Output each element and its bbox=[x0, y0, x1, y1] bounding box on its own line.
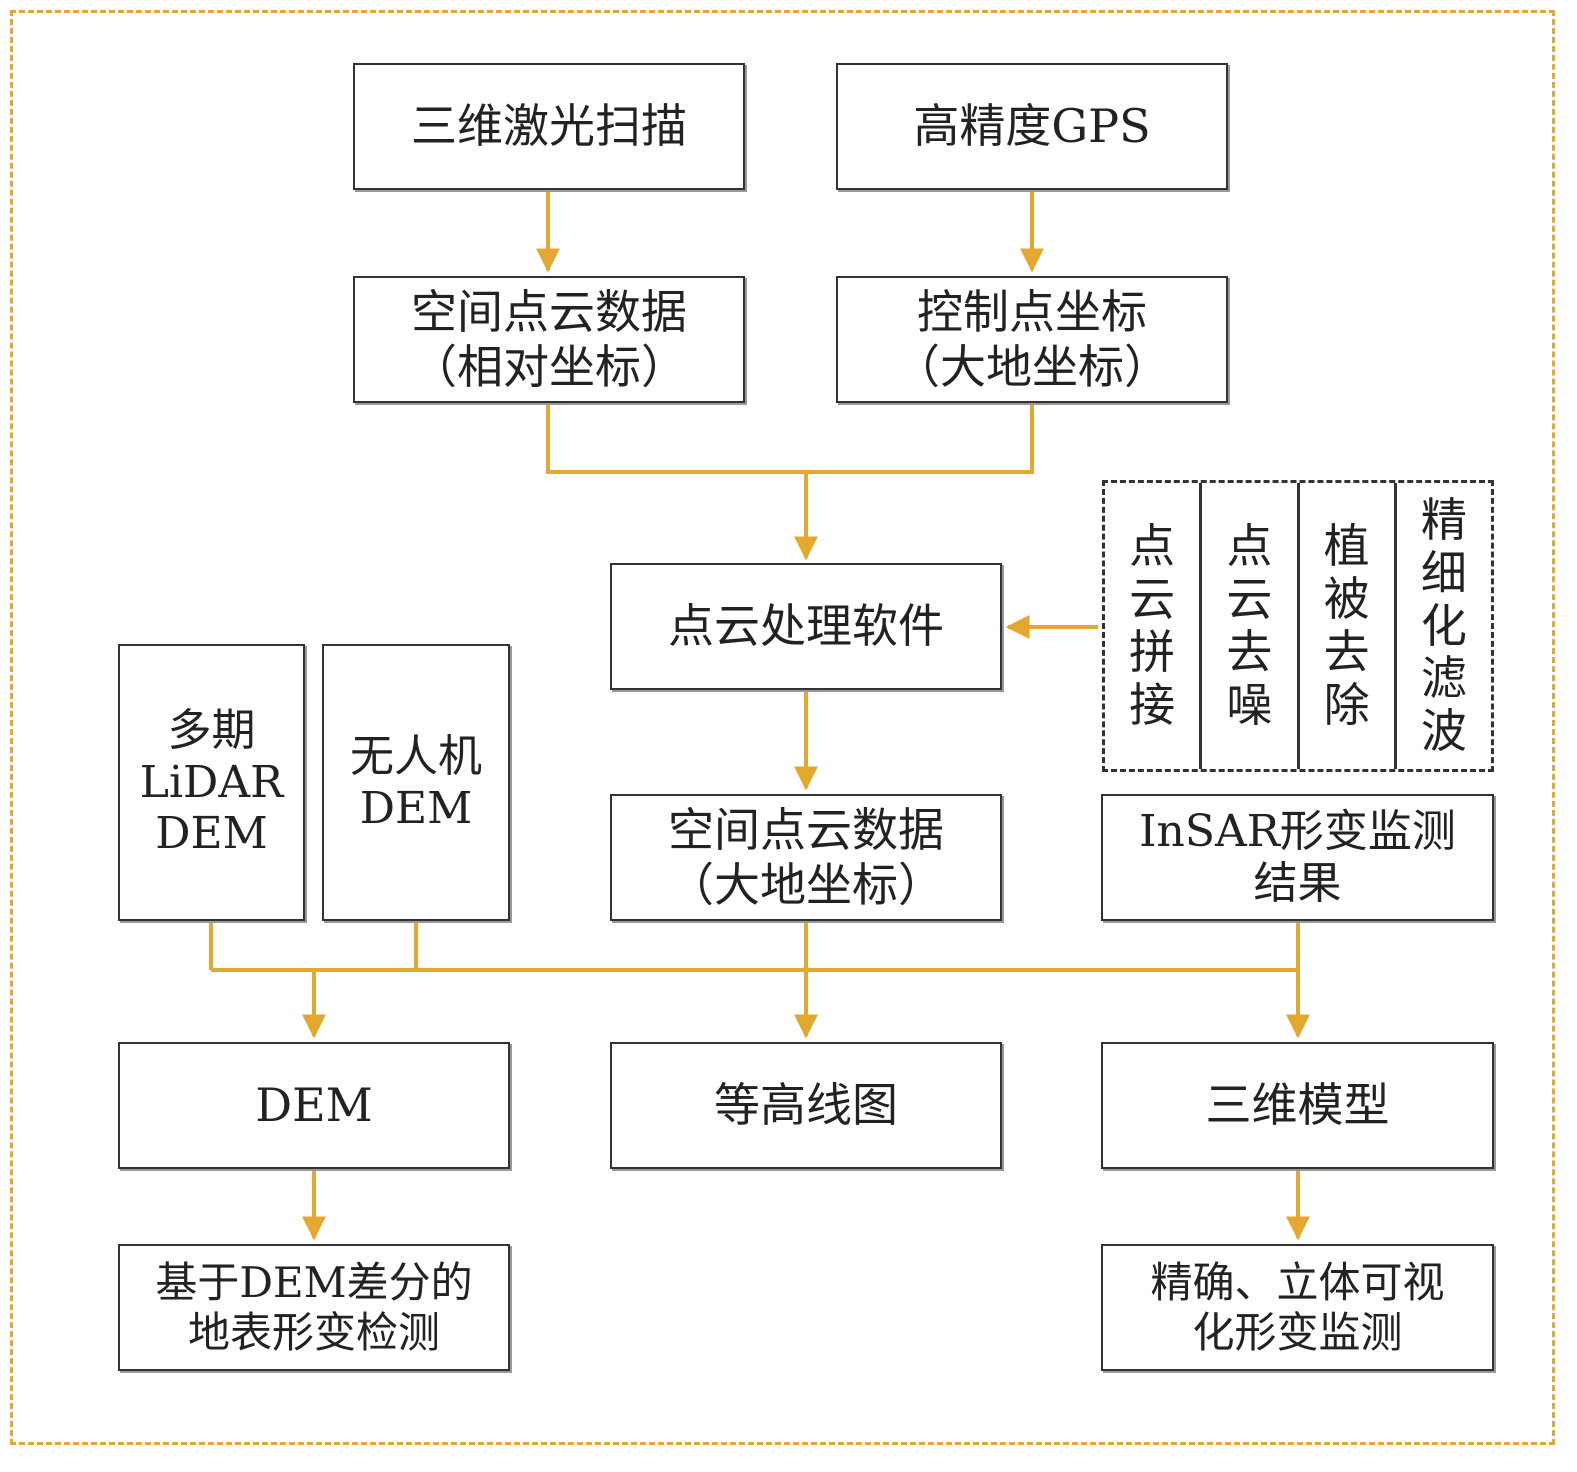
step-char: 噪 bbox=[1226, 677, 1273, 732]
box-multi-lidar-line2: LiDAR bbox=[139, 756, 284, 808]
box-pointcloud-relative-line2: （相对坐标） bbox=[411, 339, 687, 394]
step-char: 云 bbox=[1129, 572, 1176, 627]
box-pointcloud-software-text: 点云处理软件 bbox=[668, 599, 944, 654]
box-insar-line2: 结果 bbox=[1253, 857, 1342, 909]
box-multi-lidar-line1: 多期 bbox=[167, 704, 256, 756]
box-uav-dem: 无人机 DEM bbox=[322, 644, 510, 921]
step-char: 点 bbox=[1226, 519, 1273, 574]
box-pointcloud-geodetic-line2: （大地坐标） bbox=[668, 857, 944, 912]
box-dem-text: DEM bbox=[255, 1078, 373, 1133]
step-char: 植 bbox=[1323, 519, 1370, 574]
box-3d-model: 三维模型 bbox=[1101, 1042, 1494, 1169]
box-pointcloud-geodetic: 空间点云数据 （大地坐标） bbox=[610, 794, 1002, 921]
box-visual-monitor-line1: 精确、立体可视 bbox=[1150, 1257, 1445, 1307]
box-visual-deformation-monitoring: 精确、立体可视 化形变监测 bbox=[1101, 1244, 1494, 1371]
box-pointcloud-geodetic-line1: 空间点云数据 bbox=[668, 803, 944, 858]
box-multi-lidar-line3: DEM bbox=[155, 808, 268, 860]
step-char: 波 bbox=[1420, 704, 1467, 759]
box-uav-dem-line2: DEM bbox=[359, 782, 473, 834]
step-char: 除 bbox=[1323, 677, 1370, 732]
box-control-points-line2: （大地坐标） bbox=[894, 339, 1170, 394]
processing-steps-group: 点云拼接 点云去噪 植被去除 精细化滤波 bbox=[1102, 480, 1494, 772]
box-contour-map-text: 等高线图 bbox=[714, 1078, 898, 1133]
box-control-points-line1: 控制点坐标 bbox=[917, 285, 1147, 340]
box-insar-results: InSAR形变监测 结果 bbox=[1101, 794, 1494, 921]
box-gps: 高精度GPS bbox=[836, 63, 1228, 190]
step-char: 滤 bbox=[1420, 651, 1467, 706]
box-gps-text: 高精度GPS bbox=[913, 99, 1151, 154]
step-char: 精 bbox=[1420, 492, 1467, 547]
box-uav-dem-line1: 无人机 bbox=[350, 730, 482, 782]
step-char: 去 bbox=[1323, 625, 1370, 679]
box-dem-difference-detection: 基于DEM差分的 地表形变检测 bbox=[118, 1244, 510, 1371]
box-dem-diff-line1: 基于DEM差分的 bbox=[155, 1257, 473, 1307]
box-laser-scan: 三维激光扫描 bbox=[353, 63, 745, 190]
box-dem: DEM bbox=[118, 1042, 510, 1169]
outer-dashed-frame bbox=[10, 10, 1555, 1445]
box-pointcloud-software: 点云处理软件 bbox=[610, 563, 1002, 690]
box-visual-monitor-line2: 化形变监测 bbox=[1192, 1307, 1403, 1357]
box-contour-map: 等高线图 bbox=[610, 1042, 1002, 1169]
step-stitching: 点云拼接 bbox=[1105, 483, 1203, 769]
box-insar-line1: InSAR形变监测 bbox=[1139, 805, 1456, 857]
box-3d-model-text: 三维模型 bbox=[1205, 1078, 1390, 1133]
step-char: 云 bbox=[1226, 572, 1273, 627]
step-char: 拼 bbox=[1129, 625, 1176, 679]
step-char: 被 bbox=[1323, 572, 1370, 627]
box-dem-diff-line2: 地表形变检测 bbox=[187, 1307, 440, 1357]
box-laser-scan-text: 三维激光扫描 bbox=[411, 99, 687, 154]
step-char: 细 bbox=[1420, 545, 1467, 600]
box-multi-lidar-dem: 多期 LiDAR DEM bbox=[118, 644, 305, 921]
merge-connector bbox=[546, 403, 1034, 474]
step-char: 点 bbox=[1129, 519, 1176, 574]
step-vegetation-removal: 植被去除 bbox=[1300, 483, 1397, 769]
step-char: 去 bbox=[1226, 625, 1273, 679]
step-char: 化 bbox=[1420, 598, 1467, 653]
step-char: 接 bbox=[1129, 677, 1176, 732]
step-denoise: 点云去噪 bbox=[1202, 483, 1300, 769]
step-fine-filtering: 精细化滤波 bbox=[1397, 483, 1491, 769]
box-pointcloud-relative-line1: 空间点云数据 bbox=[411, 285, 687, 340]
box-pointcloud-relative: 空间点云数据 （相对坐标） bbox=[353, 276, 745, 403]
box-control-points: 控制点坐标 （大地坐标） bbox=[836, 276, 1228, 403]
